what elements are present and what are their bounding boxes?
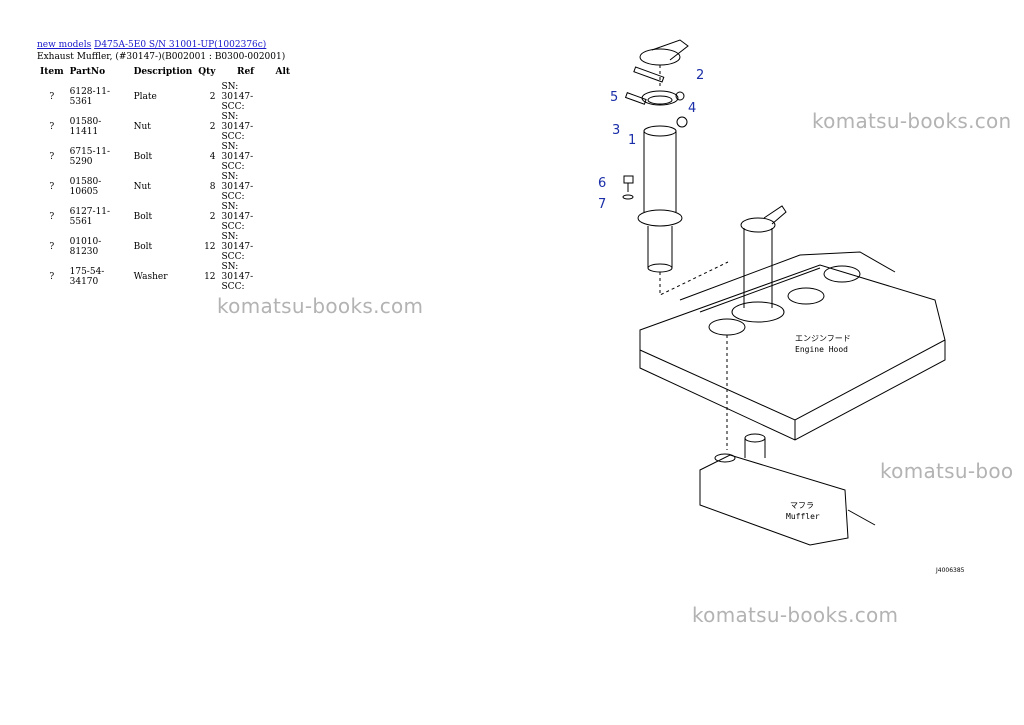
cell-description: Nut	[133, 122, 151, 132]
parts-table: Item PartNo Description Qty Ref Alt ? 61…	[37, 66, 293, 292]
cell-item: ?	[49, 92, 55, 102]
cell-ref: SN: 30147-SCC:	[221, 262, 254, 292]
breadcrumb-link-new-models[interactable]: new models	[37, 40, 92, 50]
cell-partno: 6128-11-5361	[69, 87, 111, 107]
cell-qty: 4	[209, 152, 216, 162]
watermark: komatsu-books.con	[812, 109, 1012, 133]
muffler-drawing	[699, 433, 876, 546]
breadcrumb: new models D475A-5E0 S/N 31001-UP(100237…	[37, 40, 266, 51]
cell-partno: 01580-11411	[69, 117, 102, 137]
cell-alt	[273, 82, 294, 112]
bolt-washer-drawing	[622, 175, 634, 200]
clamp-drawing	[624, 66, 688, 128]
cell-item: ?	[49, 122, 55, 132]
cell-ref: SN: 30147-SCC:	[221, 142, 254, 172]
cell-description: Bolt	[133, 152, 153, 162]
cell-alt	[273, 262, 294, 292]
table-row: ? 6128-11-5361 Plate 2 SN: 30147-SCC:	[37, 82, 293, 112]
table-row: ? 01010-81230 Bolt 12 SN: 30147-SCC:	[37, 232, 293, 262]
cell-item: ?	[49, 212, 55, 222]
cell-ref: SN: 30147-SCC:	[221, 232, 254, 262]
cell-qty: 8	[209, 182, 216, 192]
table-row: ? 6715-11-5290 Bolt 4 SN: 30147-SCC:	[37, 142, 293, 172]
cell-ref: SN: 30147-SCC:	[221, 82, 254, 112]
cell-ref: SN: 30147-SCC:	[221, 202, 254, 232]
cell-qty: 2	[209, 122, 216, 132]
watermark: komatsu-books.com	[217, 294, 424, 318]
col-header-alt: Alt	[275, 67, 291, 77]
cell-partno: 6127-11-5561	[69, 207, 111, 227]
table-row: ? 01580-10605 Nut 8 SN: 30147-SCC:	[37, 172, 293, 202]
cell-alt	[273, 112, 294, 142]
cell-qty: 2	[209, 92, 216, 102]
col-header-ref: Ref	[236, 67, 255, 77]
cell-description: Bolt	[133, 212, 153, 222]
cell-description: Nut	[133, 182, 151, 192]
breadcrumb-link-model[interactable]: D475A-5E0 S/N 31001-UP(1002376c)	[94, 40, 267, 50]
callout-2: 2	[696, 68, 704, 83]
cell-qty: 12	[204, 272, 216, 282]
stack-drawing	[731, 205, 787, 323]
cell-alt	[273, 172, 294, 202]
cell-item: ?	[49, 272, 55, 282]
exhaust-pipe-drawing	[637, 125, 729, 296]
callout-5: 5	[610, 90, 618, 105]
cell-qty: 12	[204, 242, 216, 252]
col-header-partno: PartNo	[69, 67, 106, 77]
callout-1: 1	[628, 133, 636, 148]
cell-item: ?	[49, 152, 55, 162]
drawing-code: J4006385	[935, 567, 965, 574]
cell-description: Bolt	[133, 242, 153, 252]
table-row: ? 175-54-34170 Washer 12 SN: 30147-SCC:	[37, 262, 293, 292]
cell-description: Plate	[133, 92, 157, 102]
cell-item: ?	[49, 182, 55, 192]
callout-7: 7	[598, 197, 606, 212]
col-header-item: Item	[40, 67, 64, 77]
table-header-row: Item PartNo Description Qty Ref Alt	[37, 66, 293, 82]
cell-item: ?	[49, 242, 55, 252]
table-row: ? 01580-11411 Nut 2 SN: 30147-SCC:	[37, 112, 293, 142]
cell-description: Washer	[133, 272, 168, 282]
cell-partno: 6715-11-5290	[69, 147, 111, 167]
page-subtitle: Exhaust Muffler, (#30147-)(B002001 : B03…	[37, 52, 286, 62]
cell-partno: 175-54-34170	[69, 267, 105, 287]
col-header-description: Description	[133, 67, 193, 77]
cell-partno: 01010-81230	[69, 237, 102, 257]
watermark: komatsu-books.com	[692, 603, 899, 627]
table-row: ? 6127-11-5561 Bolt 2 SN: 30147-SCC:	[37, 202, 293, 232]
col-header-qty: Qty	[198, 67, 216, 77]
callout-4: 4	[688, 101, 696, 116]
callout-6: 6	[598, 176, 606, 191]
callout-3: 3	[612, 123, 620, 138]
muffler-label-jp: マフラ	[790, 501, 814, 510]
muffler-label-en: Muffler	[786, 512, 820, 521]
cell-alt	[273, 232, 294, 262]
cell-ref: SN: 30147-SCC:	[221, 172, 254, 202]
exploded-parts-diagram: エンジンフード Engine Hood マフラ Muffler 1 2 3 4 …	[598, 39, 965, 574]
watermark: komatsu-boo	[880, 459, 1014, 483]
hood-label-jp: エンジンフード	[795, 334, 851, 343]
cell-alt	[273, 142, 294, 172]
cell-partno: 01580-10605	[69, 177, 102, 197]
cell-alt	[273, 202, 294, 232]
cell-ref: SN: 30147-SCC:	[221, 112, 254, 142]
engine-hood-drawing	[639, 251, 946, 450]
rain-cap-drawing	[639, 39, 689, 88]
cell-qty: 2	[209, 212, 216, 222]
hood-label-en: Engine Hood	[795, 345, 848, 354]
